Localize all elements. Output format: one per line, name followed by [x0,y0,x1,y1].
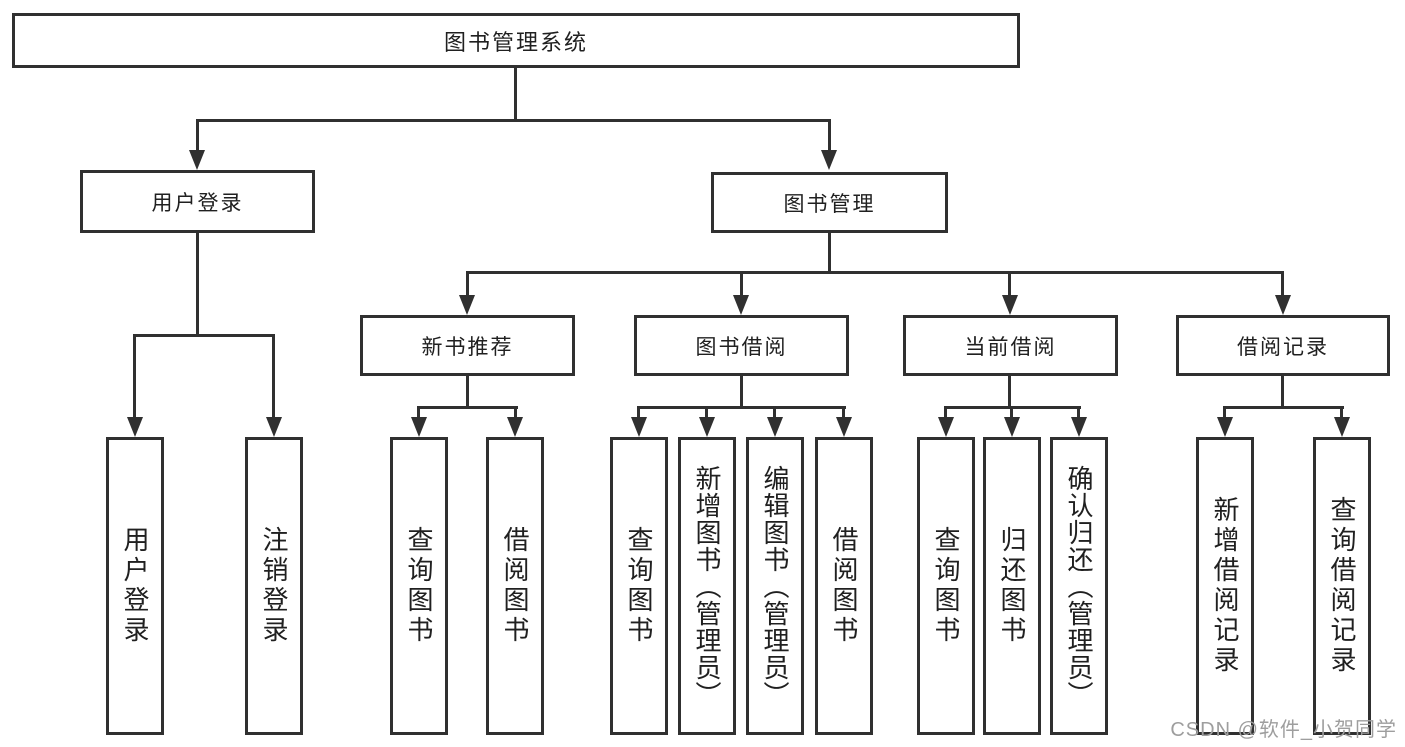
connector-line [1223,406,1226,420]
connector-line [828,119,831,155]
leaf-label: 查询图书 [931,526,961,646]
connector-line [1340,406,1343,420]
connector-line [196,233,199,337]
leaf-label: 查询借阅记录 [1327,496,1357,676]
arrowhead-down-icon [1334,417,1350,437]
connector-line [133,334,136,420]
connector-line [944,406,947,420]
connector-line [740,376,743,409]
node-label: 新书推荐 [421,335,514,359]
arrowhead-down-icon [127,417,143,437]
connector-line [514,406,517,420]
arrowhead-down-icon [1002,295,1018,315]
leaf-label: 借阅图书 [829,526,859,646]
node-book-borrowing: 图书借阅 [634,315,849,376]
connector-line [466,271,469,298]
arrowhead-down-icon [1004,417,1020,437]
node-new-book-recommendation: 新书推荐 [360,315,575,376]
node-book-management: 图书管理 [711,172,948,233]
leaf-label: 归还图书 [997,526,1027,646]
connector-line [466,376,469,409]
leaf-label: 确认归还（管理员） [1064,464,1094,708]
leaf-label: 用户登录 [120,526,150,646]
node-label: 当前借阅 [964,335,1057,359]
connector-line [196,119,199,155]
arrowhead-down-icon [699,417,715,437]
node-user-login: 用户登录 [80,170,315,233]
connector-line [1010,406,1013,420]
node-library-management-system: 图书管理系统 [12,13,1020,68]
connector-line [196,119,831,122]
leaf-search-books: 查询图书 [390,437,448,735]
arrowhead-down-icon [733,295,749,315]
arrowhead-down-icon [836,417,852,437]
arrowhead-down-icon [507,417,523,437]
leaf-label: 注销登录 [259,526,289,646]
leaf-search-books: 查询图书 [917,437,975,735]
leaf-add-borrowing-record: 新增借阅记录 [1196,437,1254,735]
leaf-label: 编辑图书（管理员） [760,464,790,708]
leaf-logout: 注销登录 [245,437,303,735]
leaf-borrow-books: 借阅图书 [486,437,544,735]
connector-line [773,406,776,420]
connector-line [272,334,275,420]
connector-line [514,68,517,121]
connector-line [842,406,845,420]
arrowhead-down-icon [266,417,282,437]
arrowhead-down-icon [411,417,427,437]
leaf-return-books: 归还图书 [983,437,1041,735]
connector-line [637,406,640,420]
connector-line [1077,406,1080,420]
connector-line [1008,271,1011,298]
node-label: 图书借阅 [695,335,788,359]
connector-line [1281,271,1284,298]
connector-line [740,271,743,298]
connector-line [417,406,420,420]
connector-line [417,406,518,409]
node-borrowing-records: 借阅记录 [1176,315,1390,376]
leaf-user-login: 用户登录 [106,437,164,735]
arrowhead-down-icon [1217,417,1233,437]
leaf-search-borrowing-record: 查询借阅记录 [1313,437,1371,735]
node-current-borrowing: 当前借阅 [903,315,1118,376]
arrowhead-down-icon [821,150,837,170]
leaf-label: 查询图书 [404,526,434,646]
node-label: 借阅记录 [1237,335,1329,359]
watermark: CSDN @软件_小贺同学 [1170,719,1397,741]
leaf-edit-books-admin: 编辑图书（管理员） [746,437,804,735]
leaf-borrow-books: 借阅图书 [815,437,873,735]
connector-line [133,334,275,337]
arrowhead-down-icon [1275,295,1291,315]
connector-line [466,271,1284,274]
node-label: 图书管理 [783,192,876,216]
leaf-label: 查询图书 [624,526,654,646]
connector-line [1281,376,1284,409]
leaf-label: 新增借阅记录 [1210,496,1240,676]
connector-line [705,406,708,420]
leaf-label: 借阅图书 [500,526,530,646]
leaf-label: 新增图书（管理员） [692,464,722,708]
node-label: 图书管理系统 [443,29,588,55]
leaf-confirm-return-admin: 确认归还（管理员） [1050,437,1108,735]
arrowhead-down-icon [767,417,783,437]
arrowhead-down-icon [631,417,647,437]
connector-line [637,406,846,409]
connector-line [828,233,831,274]
leaf-add-books-admin: 新增图书（管理员） [678,437,736,735]
node-label: 用户登录 [151,191,244,215]
connector-line [1008,376,1011,409]
arrowhead-down-icon [938,417,954,437]
arrowhead-down-icon [189,150,205,170]
arrowhead-down-icon [1071,417,1087,437]
arrowhead-down-icon [459,295,475,315]
leaf-search-books: 查询图书 [610,437,668,735]
connector-line [1223,406,1344,409]
